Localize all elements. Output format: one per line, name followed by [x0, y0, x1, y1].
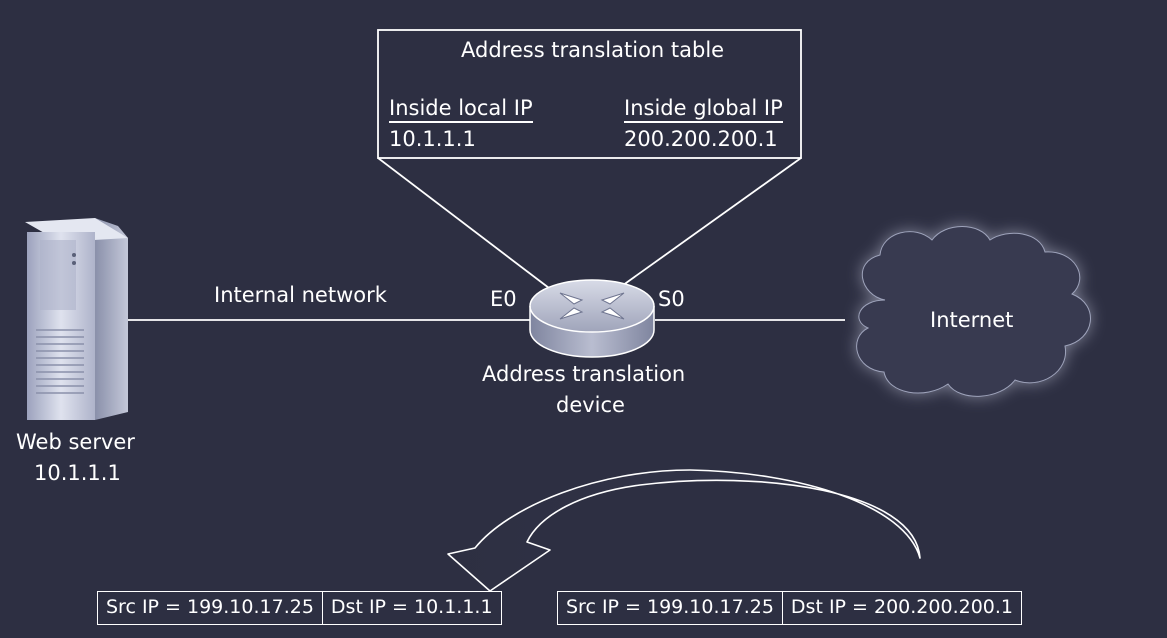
translated-packet-header: Src IP = 199.10.17.25 Dst IP = 10.1.1.1 [97, 591, 502, 625]
translation-table-callout [377, 29, 802, 289]
router-icon [529, 279, 655, 358]
web-server-ip: 10.1.1.1 [34, 461, 121, 485]
router-name-line1: Address translation [482, 362, 686, 386]
internet-cloud-icon [856, 226, 1091, 397]
web-server-icon [25, 218, 128, 420]
e0-interface-label: E0 [490, 287, 517, 311]
web-server-label: Web server [16, 430, 135, 454]
table-title: Address translation table [461, 38, 725, 62]
original-packet-header: Src IP = 199.10.17.25 Dst IP = 200.200.2… [557, 591, 1023, 625]
router-name-line2: device [556, 393, 625, 417]
inside-global-ip-header: Inside global IP [624, 96, 783, 123]
internet-label: Internet [930, 308, 1014, 332]
packet-dst-ip: Dst IP = 200.200.200.1 [781, 592, 1021, 624]
internal-network-label: Internal network [214, 283, 387, 307]
packet-dst-ip: Dst IP = 10.1.1.1 [321, 592, 501, 624]
inside-global-ip-value: 200.200.200.1 [624, 127, 778, 151]
packet-src-ip: Src IP = 199.10.17.25 [106, 596, 314, 618]
packet-src-ip: Src IP = 199.10.17.25 [566, 596, 774, 618]
inside-local-ip-value: 10.1.1.1 [389, 127, 476, 151]
translation-arrow-icon [447, 469, 921, 592]
s0-interface-label: S0 [658, 287, 685, 311]
inside-local-ip-header: Inside local IP [389, 96, 533, 123]
